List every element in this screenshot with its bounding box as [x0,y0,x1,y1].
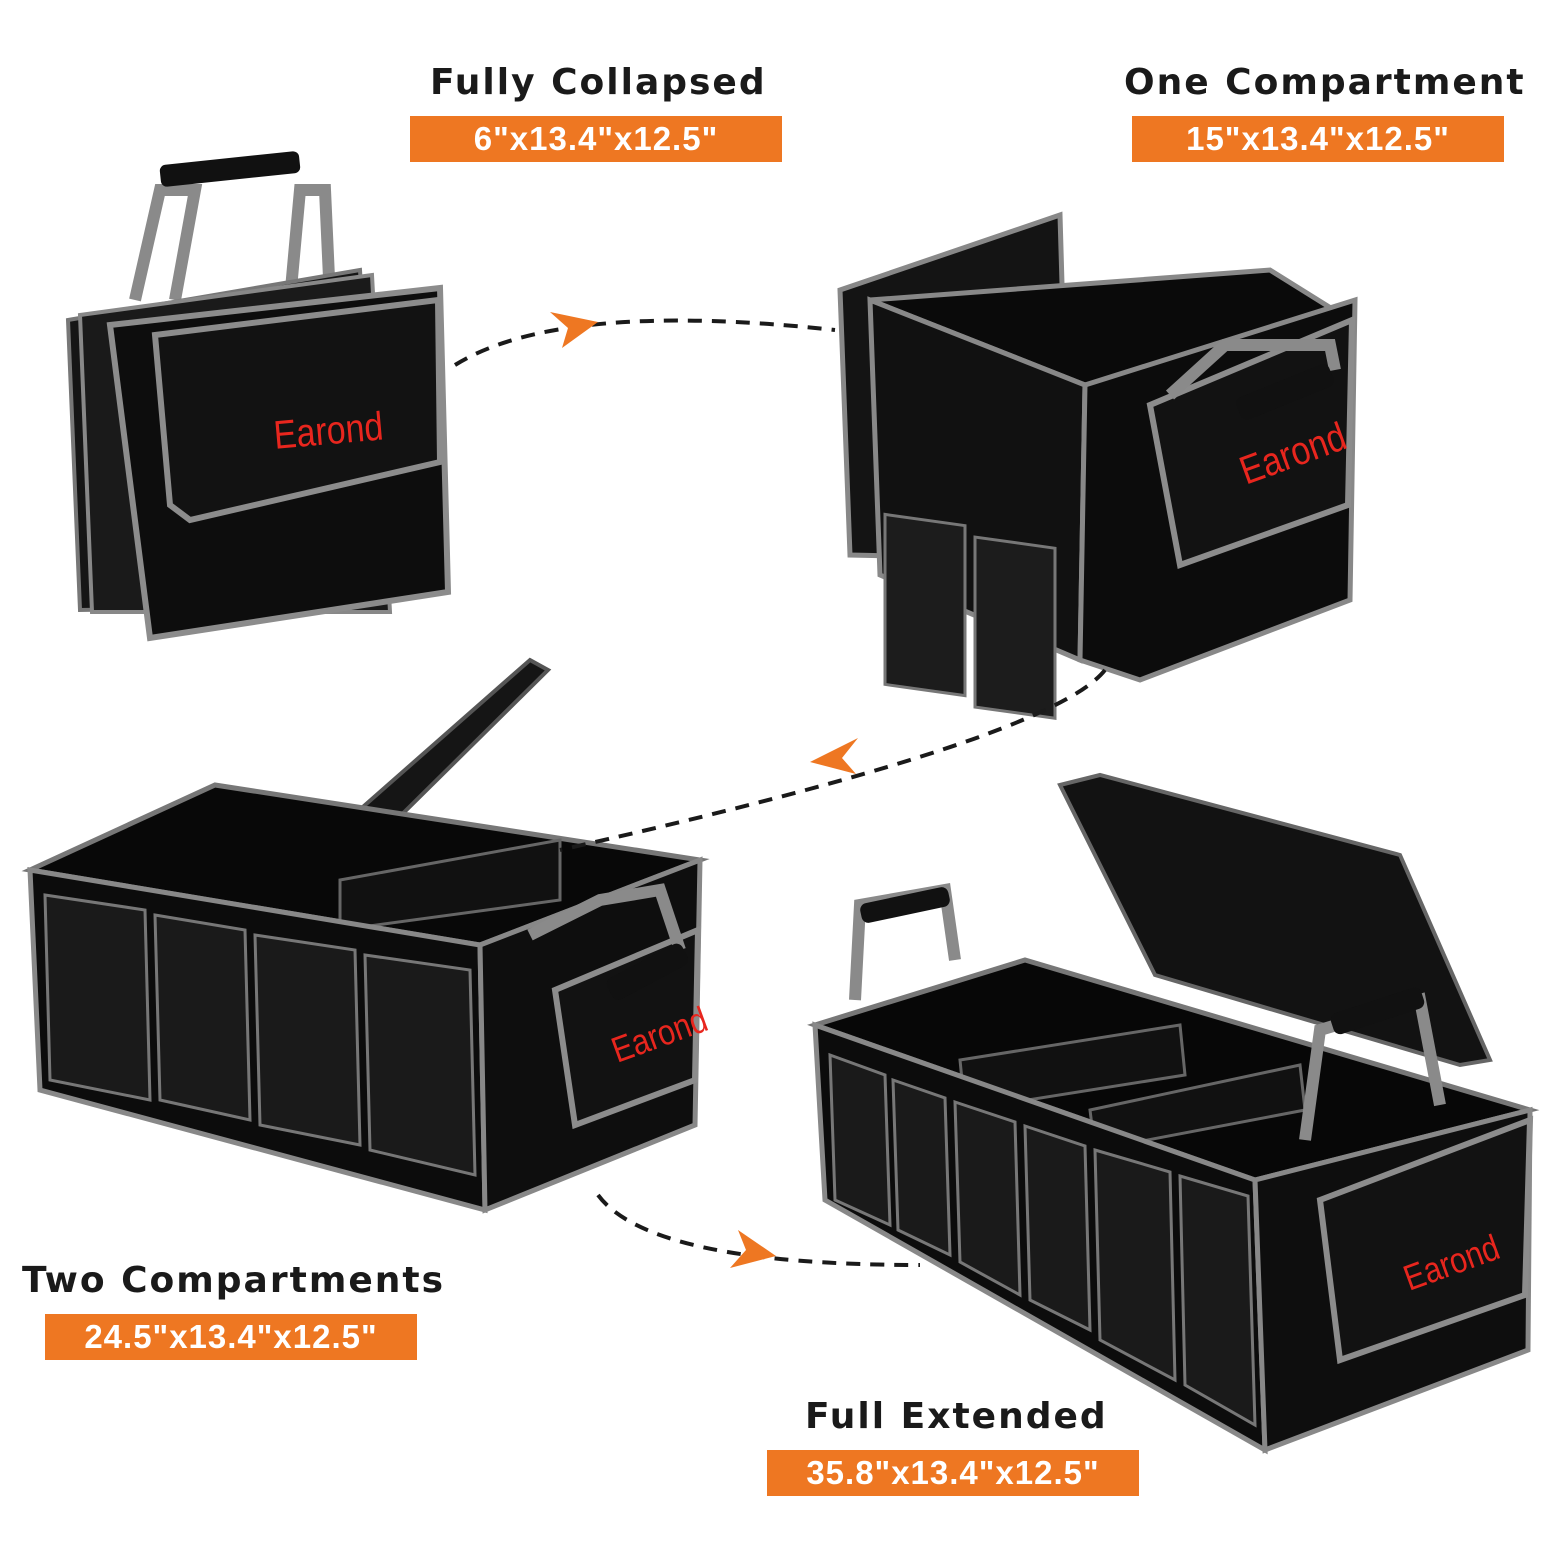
brand-logo-collapsed: Earond [272,404,386,458]
full-extended-organizer-image [807,772,1540,1455]
arrow-two-to-full [596,1193,921,1267]
collapsed-organizer-image [65,151,452,642]
stage-size-badge-collapsed: 6"x13.4"x12.5" [410,116,782,162]
stage-size-badge-full: 35.8"x13.4"x12.5" [767,1450,1139,1496]
stage-title-full: Full Extended [805,1396,1108,1437]
arrow-collapsed-to-one [453,318,836,367]
two-compartments-organizer-image [21,657,710,1214]
stage-size-badge-two: 24.5"x13.4"x12.5" [45,1314,417,1360]
arrow-two-to-full-head [730,1230,776,1268]
arrow-collapsed-to-one-head [550,312,598,348]
one-compartment-organizer-image [837,211,1358,720]
stage-title-two: Two Compartments [22,1260,446,1301]
transition-arrows [453,312,1107,1268]
arrow-one-to-two-head [810,738,858,774]
stage-title-collapsed: Fully Collapsed [430,62,767,103]
stage-title-one: One Compartment [1124,62,1526,103]
arrow-one-to-two [559,668,1107,852]
stage-size-badge-one: 15"x13.4"x12.5" [1132,116,1504,162]
